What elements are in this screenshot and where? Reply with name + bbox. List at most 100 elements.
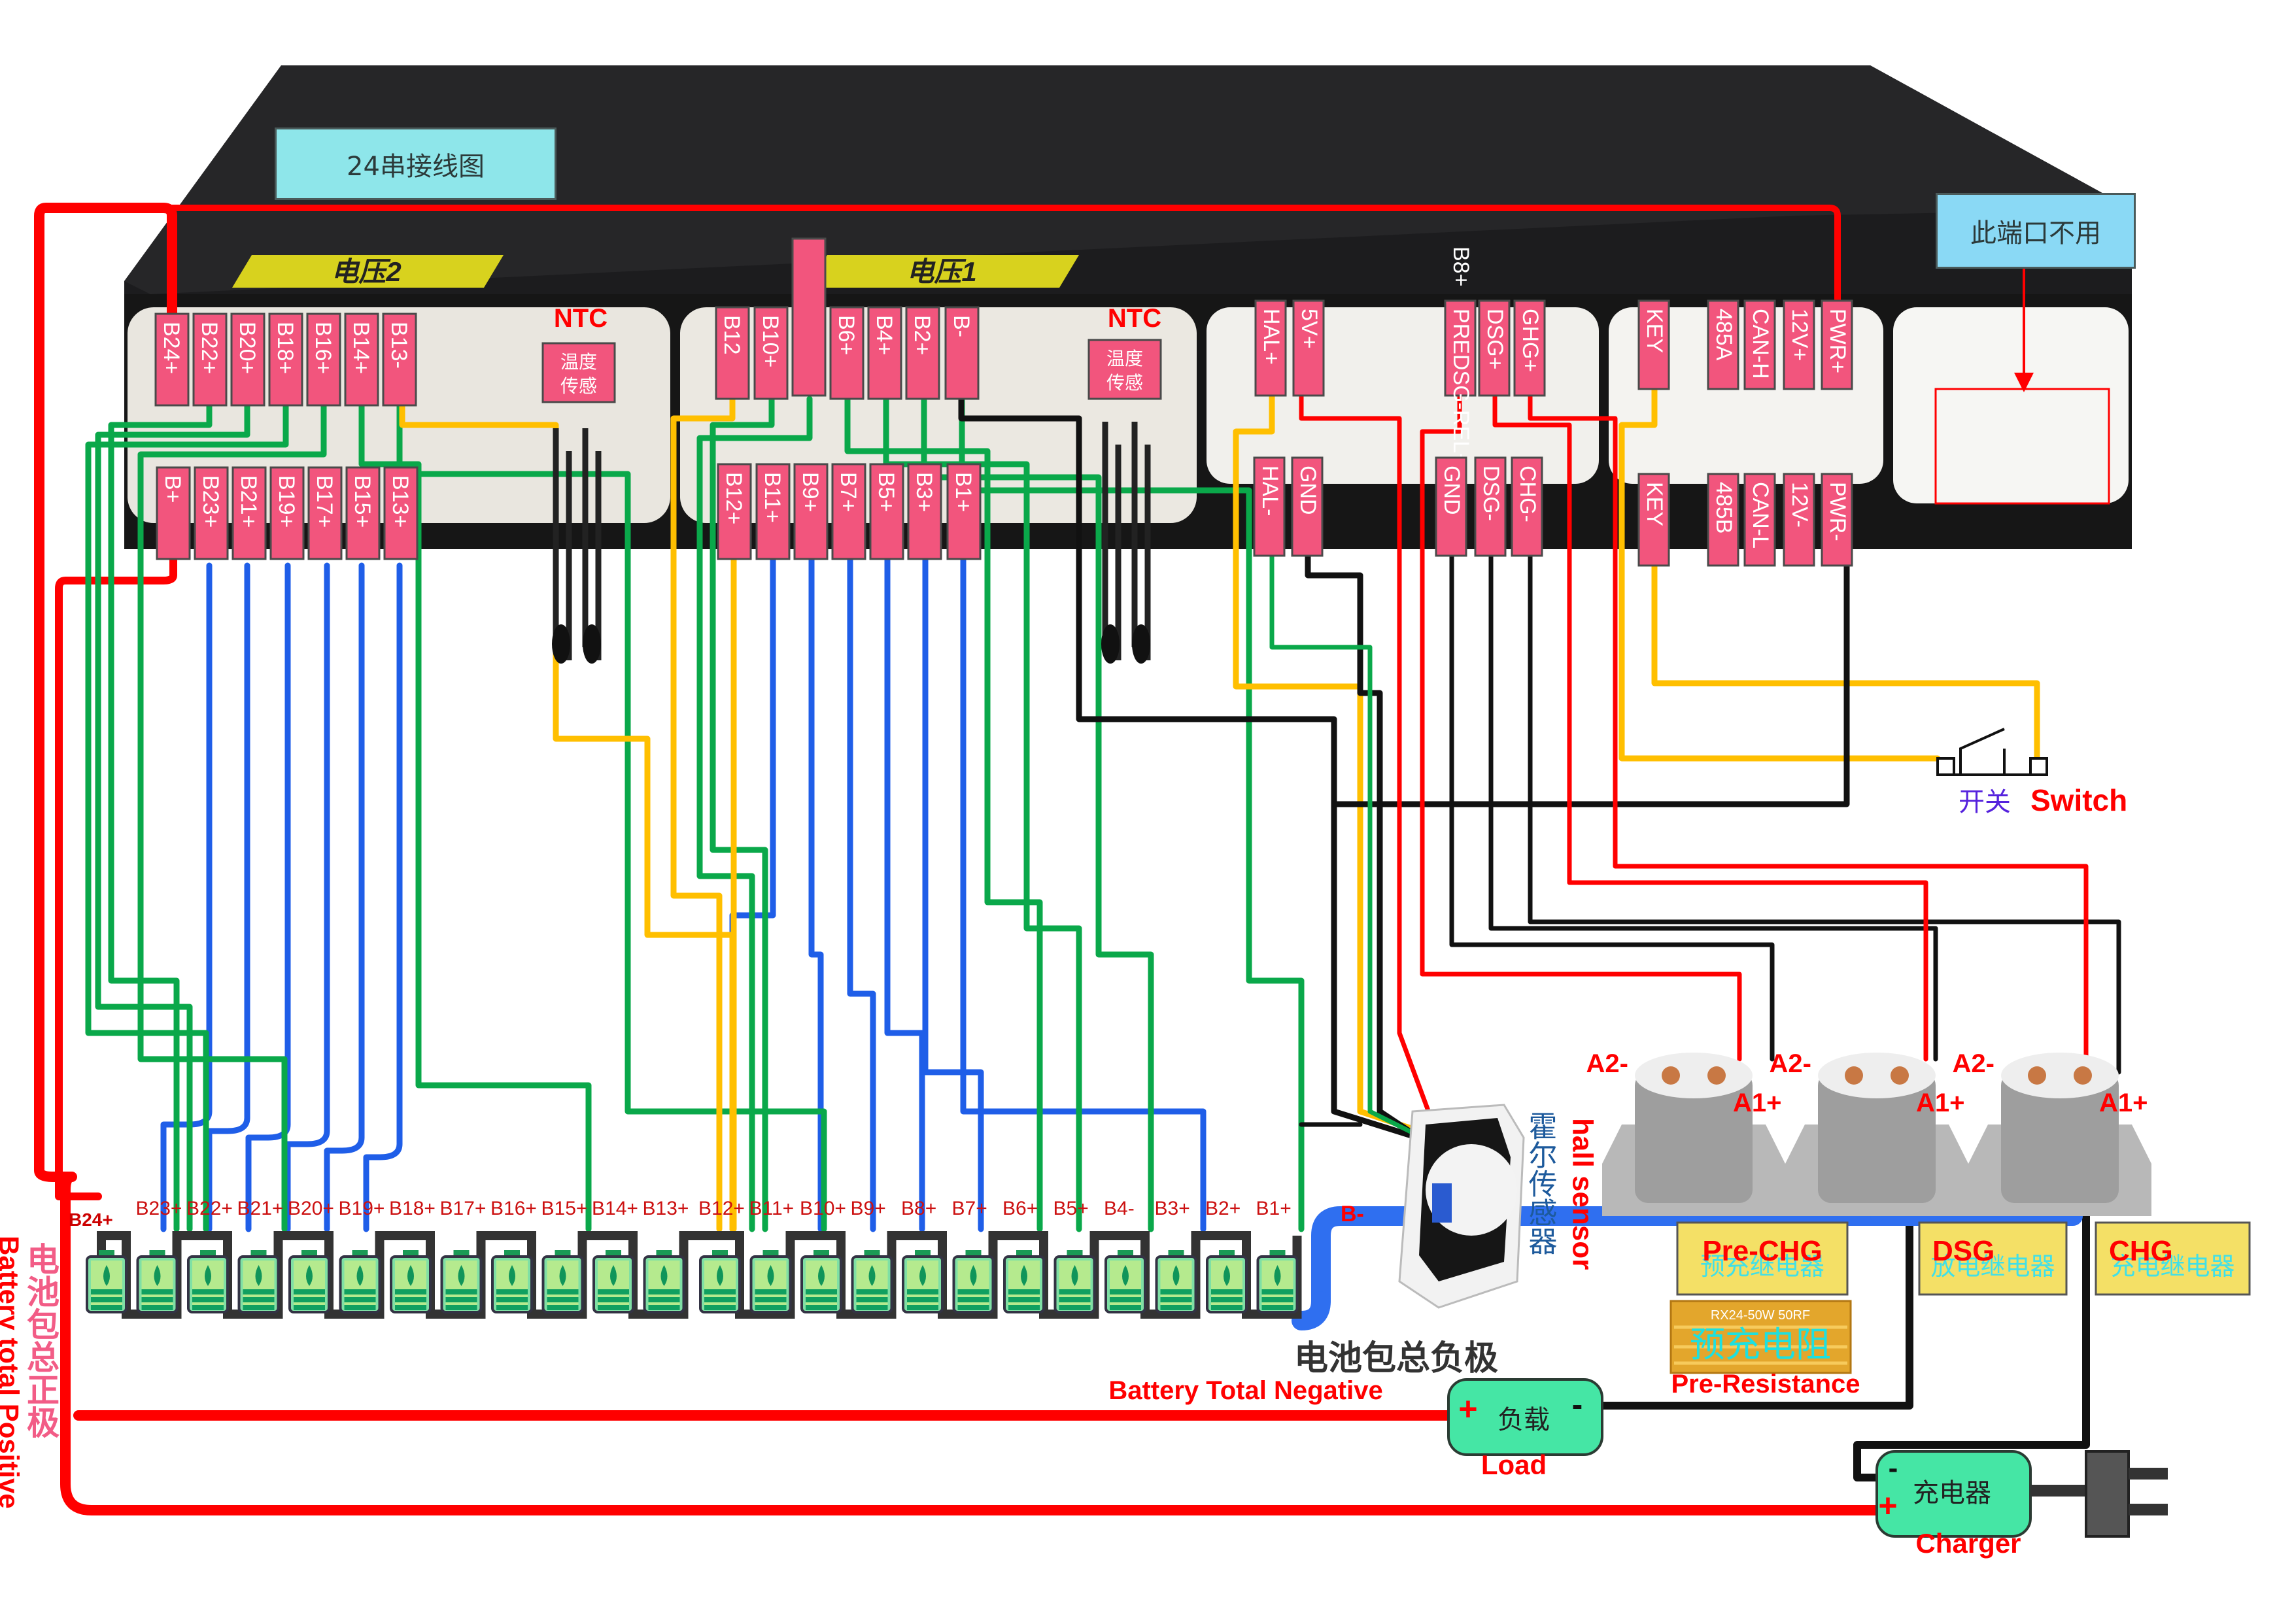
cell-tap-label: B3+	[1155, 1198, 1190, 1219]
wire-gnd	[1305, 552, 1442, 1154]
battery-cell	[440, 1250, 483, 1313]
key-switch[interactable]: 开关 Switch	[1936, 728, 2127, 817]
battery-cell	[237, 1250, 280, 1313]
cell-tap-label: B17+	[440, 1198, 487, 1219]
pin-label: 12V-	[1787, 482, 1812, 528]
charger-label-cn: 充电器	[1913, 1479, 1991, 1508]
voltage-label-2: 电压2	[331, 256, 401, 287]
unused-port-note: 此端口不用	[1936, 193, 2136, 269]
ctrl-bottom-pin: GND	[1291, 456, 1324, 557]
charger-label-en: Charger	[1915, 1528, 2021, 1559]
pin-label: 485A	[1711, 309, 1736, 361]
battery-cell	[187, 1250, 229, 1313]
battery-cell	[339, 1250, 381, 1313]
thermistor-icon	[1101, 624, 1120, 664]
battery-cell	[541, 1250, 584, 1313]
battery-positive-label-en: Battery total Positive	[0, 1236, 25, 1509]
pin-label: B6+	[834, 315, 859, 355]
cell-tap-label: B7+	[952, 1198, 987, 1219]
wire-main-bus	[1311, 1075, 2083, 1311]
pin-label: B17+	[312, 475, 337, 528]
wire-chg-plus	[1528, 393, 2089, 1081]
relay-label-en: CHG	[2109, 1235, 2173, 1267]
resistor-label-en: Pre-Resistance	[1671, 1370, 1860, 1398]
leaf-icon	[103, 1265, 110, 1286]
wire-gnd-relay	[1449, 553, 1775, 1062]
load-label-en: Load	[1481, 1449, 1547, 1480]
leaf-icon	[660, 1265, 668, 1286]
voltage2-top-pin: B16+	[306, 313, 341, 407]
leaf-icon	[509, 1265, 515, 1286]
pin-label: GHG+	[1518, 309, 1543, 372]
load[interactable]: + - 负载 Load	[1447, 1378, 1603, 1480]
ctrl-bottom-pin: DSG-	[1474, 456, 1507, 557]
ntc-sensor-label: 传感	[1106, 373, 1143, 393]
ntc-sensor-label: 温度	[560, 352, 597, 372]
terminal-icon	[2028, 1066, 2046, 1085]
wire-cell-tap	[696, 396, 813, 1232]
pin-label: 485B	[1711, 482, 1736, 533]
ctrl-bottom-pin: GND	[1435, 456, 1467, 557]
voltage2-bottom-pin: B13+	[383, 466, 419, 560]
voltage1-bottom-pin: B11+	[755, 463, 791, 560]
ctrl-bottom-pin: CHG-	[1511, 456, 1543, 557]
battery-cell	[851, 1250, 893, 1313]
terminal-icon	[1845, 1066, 1863, 1085]
battery-cell	[1206, 1250, 1248, 1313]
battery-cell	[1256, 1250, 1299, 1313]
wire-b12	[670, 396, 736, 1232]
pin-label: B20+	[235, 322, 260, 374]
wire-predsg	[1420, 393, 1742, 1062]
switch-label-cn: 开关	[1959, 788, 2011, 817]
ntc-group-1: NTC 温度 传感	[541, 304, 616, 664]
voltage2-bottom-pin: B21+	[231, 466, 267, 560]
leaf-icon	[458, 1265, 465, 1286]
cell-tap-label: B13+	[643, 1198, 689, 1219]
voltage2-bottom-pin: B15+	[345, 466, 381, 560]
pin-label: B4+	[872, 315, 897, 355]
voltage1-bottom-pin: B9+	[793, 463, 829, 560]
wire-hal-plus	[1233, 392, 1442, 1141]
relay-coil-plus-label: A1+	[1916, 1089, 1965, 1117]
pin-label: B19+	[274, 475, 299, 528]
pin-label: B21+	[236, 475, 261, 528]
battery-cell	[491, 1250, 533, 1313]
ntc-group-2: NTC 温度 传感	[1087, 304, 1162, 664]
connector-housing-unused	[1893, 307, 2129, 503]
battery-cell	[86, 1250, 128, 1313]
battery-cell	[952, 1250, 995, 1313]
wire-cell-tap	[85, 402, 289, 1232]
wire-cell-tap	[363, 562, 403, 1232]
battery-positive-label-cn: 电池包总正极	[22, 1242, 60, 1438]
charger[interactable]: - + 充电器 Charger	[1875, 1450, 2168, 1559]
voltage1-bottom-pin: B3+	[907, 463, 942, 560]
comm-bottom-pin: 485B	[1707, 473, 1739, 567]
ntc-sensor-label: 传感	[560, 376, 597, 396]
relay-coil-minus-label: A2-	[1770, 1049, 1811, 1078]
wire-pwr-plus	[169, 205, 1841, 304]
leaf-icon	[255, 1265, 262, 1286]
cell-tap-label: B16+	[490, 1198, 537, 1219]
cell-tap-label: B1+	[1256, 1198, 1292, 1219]
pin-label: B18+	[273, 322, 298, 374]
relay-coil-plus-label: A1+	[2099, 1089, 2148, 1117]
voltage1-top-pin: B12	[715, 306, 750, 400]
leaf-icon	[970, 1265, 977, 1286]
wire-cell-tap	[324, 562, 365, 1232]
load-label-cn: 负载	[1498, 1406, 1550, 1434]
pin-label: B+	[160, 475, 185, 503]
pin-label: B24+	[159, 322, 184, 374]
pin-label: HAL+	[1259, 309, 1284, 365]
wire-cell-tap	[108, 402, 213, 1232]
cell-tap-label: B8+	[901, 1198, 936, 1219]
pin-label: B7+	[836, 472, 861, 512]
pin-label: DSG+	[1482, 309, 1507, 370]
battery-cell	[800, 1250, 842, 1313]
cell-tap-label: B10+	[800, 1198, 846, 1219]
wire-cell-tap	[710, 396, 775, 1232]
arrow-down-icon	[2014, 373, 2034, 392]
pin-label: B13+	[388, 475, 413, 528]
terminal-icon	[1662, 1066, 1680, 1085]
